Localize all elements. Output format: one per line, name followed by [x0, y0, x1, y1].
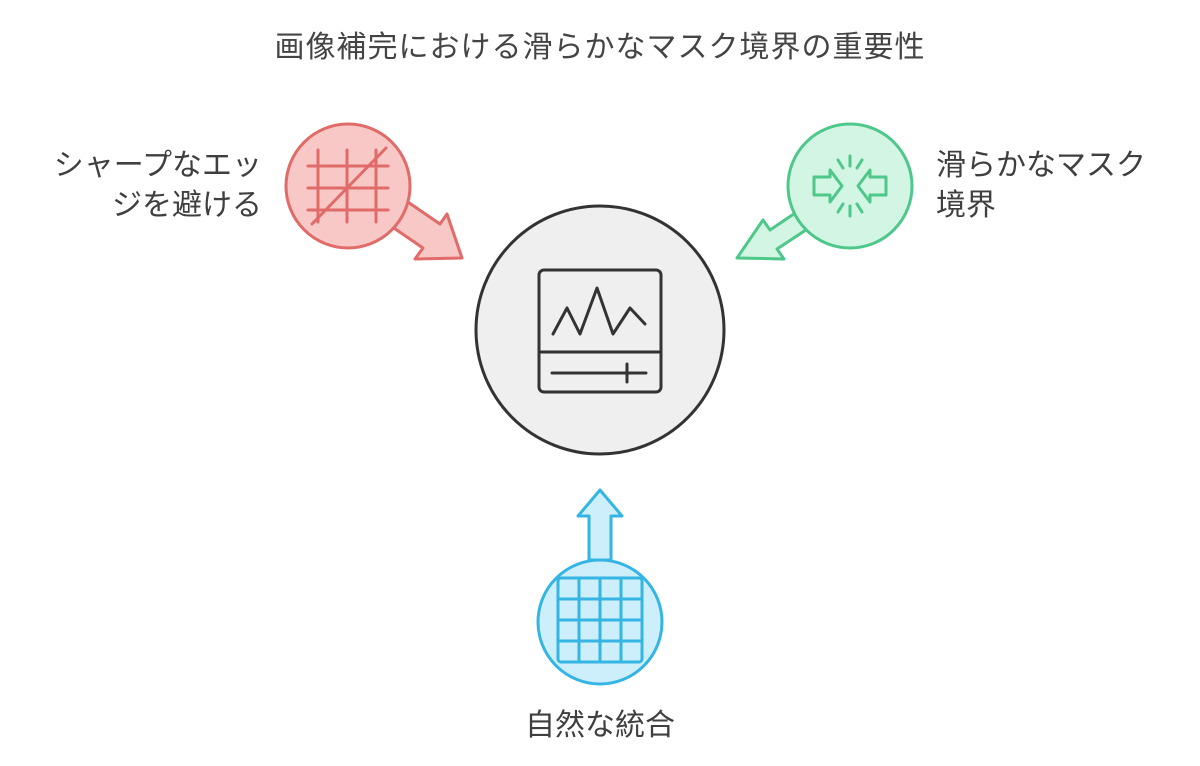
center-node: [474, 204, 726, 456]
left-node-label-line: シャープなエッ: [53, 148, 262, 183]
grid-mesh-icon: [556, 576, 644, 664]
left-node: [284, 122, 412, 250]
waveform-monitor-icon: [537, 268, 663, 394]
bottom-node: [536, 558, 664, 686]
bottom-node-label: 自然な統合: [0, 706, 1200, 746]
cross-hatch-slash-icon: [306, 146, 390, 226]
compress-arrows-icon: [812, 154, 888, 218]
right-node: [786, 122, 914, 250]
bottom-arrow: [576, 488, 624, 562]
bottom-node-label-line: 自然な統合: [525, 708, 675, 743]
right-node-label-line: 境界: [936, 188, 996, 223]
left-node-label-line: ジを避ける: [112, 188, 262, 223]
right-node-label: 滑らかなマスク 境界: [936, 146, 1146, 226]
right-node-label-line: 滑らかなマスク: [936, 148, 1146, 183]
page-title: 画像補完における滑らかなマスク境界の重要性: [274, 30, 926, 65]
left-node-label: シャープなエッ ジを避ける: [54, 146, 262, 226]
